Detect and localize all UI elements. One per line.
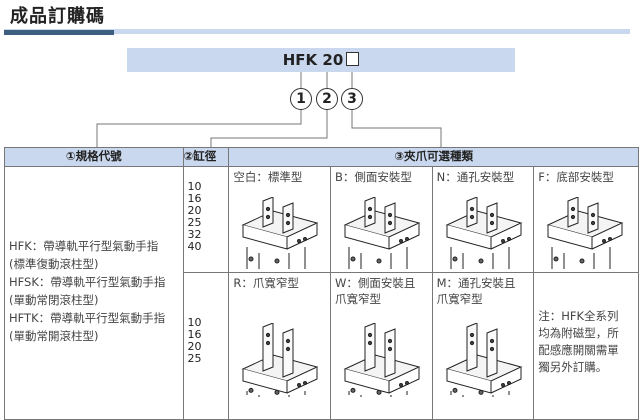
gripper-image bbox=[343, 323, 421, 397]
note-line: 注：HFK全系列 bbox=[538, 309, 619, 323]
jaw-standard: 空白：標準型 bbox=[228, 166, 331, 273]
jaw-through-narrow: M：通孔安裝且爪寬窄型 bbox=[431, 272, 535, 420]
jaw-label: W：側面安裝且爪寬窄型 bbox=[335, 276, 416, 306]
note-line: 均為附磁型，所 bbox=[538, 326, 619, 340]
order-table: ①規格代號 ②缸徑 ③夾爪可選種類 HFK：帶導軌平行型氣動手指 (標準復動滾柱… bbox=[4, 147, 639, 420]
gripper-image bbox=[343, 197, 421, 269]
jaw-label: R：爪寬窄型 bbox=[233, 276, 299, 290]
spec-line: HFK：帶導軌平行型氣動手指 bbox=[9, 239, 159, 253]
bore: 20 bbox=[187, 340, 202, 353]
title-rule bbox=[4, 29, 630, 34]
spec-line: (單動常閉滾柱型) bbox=[9, 293, 99, 307]
header-jaw: ③夾爪可選種類 bbox=[228, 147, 639, 167]
bore: 25 bbox=[187, 352, 202, 365]
connector-lines bbox=[96, 72, 442, 147]
note-line: 配感應開關需單 bbox=[538, 343, 619, 357]
header-spec: ①規格代號 bbox=[4, 147, 184, 167]
bore: 16 bbox=[187, 328, 202, 341]
model-code: HFK 20 bbox=[282, 51, 344, 69]
jaw-through-hole: N：通孔安裝型 bbox=[431, 166, 535, 273]
bore: 32 bbox=[187, 228, 202, 241]
header-bore: ②缸徑 bbox=[182, 147, 230, 167]
spec-line: HFSK：帶導軌平行型氣動手指 bbox=[9, 275, 166, 289]
gripper-image bbox=[445, 197, 523, 269]
marker-2: 2 bbox=[316, 88, 338, 110]
jaw-label: F：底部安裝型 bbox=[538, 170, 614, 184]
gripper-image bbox=[241, 197, 319, 269]
note-line: 獨另外訂購。 bbox=[538, 360, 608, 374]
bore: 16 bbox=[187, 192, 202, 205]
option-box bbox=[346, 52, 360, 66]
jaw-label: M：通孔安裝且爪寬窄型 bbox=[436, 276, 516, 306]
jaw-label: B：側面安裝型 bbox=[335, 170, 412, 184]
bore: 20 bbox=[187, 204, 202, 217]
jaw-bottom-mount: F：底部安裝型 bbox=[533, 166, 639, 273]
jaw-side-mount: B：側面安裝型 bbox=[330, 166, 433, 273]
marker-1: 1 bbox=[290, 88, 312, 110]
bore: 10 bbox=[187, 180, 202, 193]
page-title: 成品訂購碼 bbox=[10, 6, 105, 27]
spec-cell: HFK：帶導軌平行型氣動手指 (標準復動滾柱型) HFSK：帶導軌平行型氣動手指… bbox=[4, 166, 184, 420]
gripper-image bbox=[241, 323, 319, 397]
jaw-label: 空白：標準型 bbox=[233, 170, 303, 184]
order-code-bar: HFK 20 bbox=[127, 48, 515, 72]
spec-line: (單動常開滾柱型) bbox=[9, 329, 99, 343]
jaw-narrow: R：爪寬窄型 bbox=[228, 272, 331, 420]
jaw-side-narrow: W：側面安裝且爪寬窄型 bbox=[330, 272, 433, 420]
bore: 10 bbox=[187, 316, 202, 329]
title-rule-accent bbox=[4, 30, 114, 35]
note: 注：HFK全系列均為附磁型，所配感應開關需單獨另外訂購。 bbox=[533, 272, 639, 420]
jaw-label: N：通孔安裝型 bbox=[436, 170, 515, 184]
gripper-image bbox=[546, 197, 624, 269]
spec-line: HFTK：帶導軌平行型氣動手指 bbox=[9, 311, 166, 325]
bore: 40 bbox=[187, 240, 202, 253]
bore: 25 bbox=[187, 216, 202, 229]
gripper-image bbox=[445, 323, 523, 397]
spec-line: (標準復動滾柱型) bbox=[9, 257, 99, 271]
marker-3: 3 bbox=[341, 88, 363, 110]
